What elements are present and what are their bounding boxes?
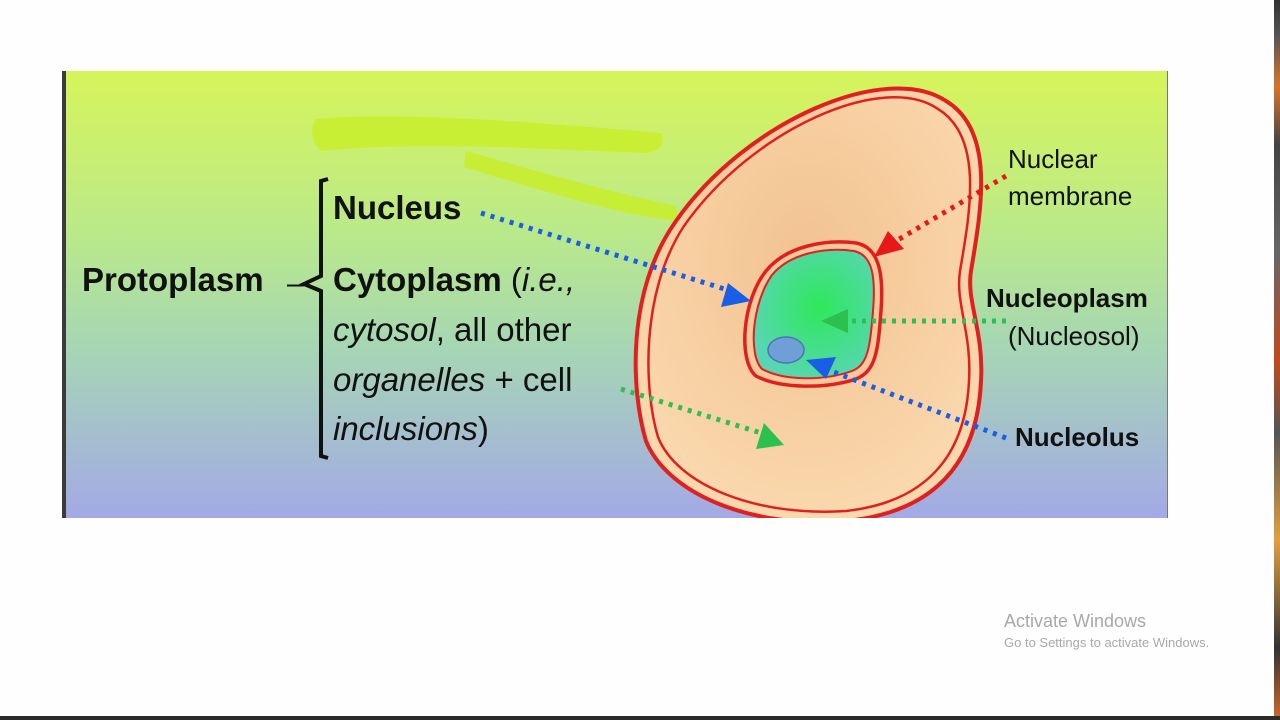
nuclear-membrane-arrow — [874, 173, 1008, 257]
organelles-text: organelles — [333, 361, 486, 398]
nucleolus-shape — [767, 336, 805, 364]
nucleoplasm-arrow — [821, 309, 1006, 333]
inclusions-text: inclusions — [333, 410, 478, 447]
ie-text: i.e., — [521, 261, 576, 298]
nucleus-shape — [743, 240, 884, 388]
all-other-text: , all other — [435, 311, 572, 348]
cytoplasm-label: Cytoplasm — [333, 261, 502, 298]
nucleolus-arrow — [806, 357, 1007, 441]
nucleus-label: Nucleus — [333, 189, 462, 226]
cytosol-text: cytosol — [333, 311, 436, 348]
diagram-slide: Protoplasm – Nucleus Cytoplasm (i.e., cy… — [62, 71, 1168, 518]
activate-windows-subtitle[interactable]: Go to Settings to activate Windows. — [1004, 635, 1210, 650]
cytoplasm-line-1: Cytoplasm (i.e., — [333, 261, 575, 299]
nuclear-membrane-label-line1: Nuclear — [1008, 144, 1098, 174]
open-paren: ( — [501, 261, 522, 298]
cytoplasm-line-3: organelles + cell — [333, 361, 572, 399]
cytoplasm-line-4: inclusions) — [333, 410, 489, 448]
cell-diagram — [299, 86, 1008, 518]
cytoplasm-line-2: cytosol, all other — [333, 311, 571, 349]
brace — [299, 177, 329, 460]
brace-dash: – — [287, 267, 304, 300]
nuclear-membrane-label-line2: membrane — [1008, 181, 1133, 211]
nucleolus-label: Nucleolus — [1015, 422, 1140, 452]
bottom-edge-line — [0, 716, 1280, 720]
cytoplasm-arrow — [620, 386, 784, 449]
protoplasm-label: Protoplasm — [82, 261, 264, 298]
nucleoplasm-label: Nucleoplasm — [986, 283, 1148, 313]
activate-windows-title: Activate Windows — [1004, 611, 1147, 631]
right-edge-strip — [1274, 0, 1280, 720]
nucleosol-label: (Nucleosol) — [1008, 321, 1140, 351]
highlighter-scribble — [312, 116, 678, 221]
close-paren: ) — [477, 410, 489, 447]
plus-cell-text: + cell — [485, 361, 573, 398]
nucleus-arrow — [480, 210, 751, 307]
